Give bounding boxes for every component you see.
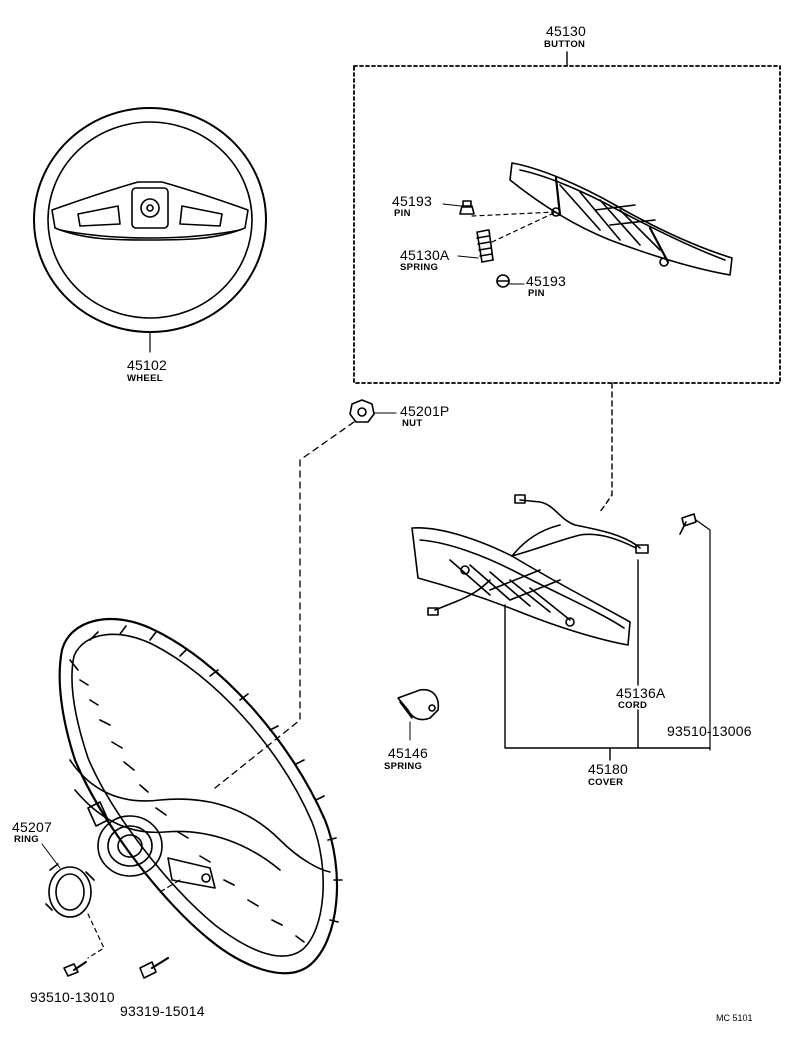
screw-ring-part — [63, 961, 87, 977]
wheel-number: 45102 — [127, 357, 167, 373]
button-group-box — [353, 51, 781, 384]
pin-lower-part — [496, 274, 525, 288]
button-part — [509, 162, 733, 276]
ring-screw-leader — [87, 913, 105, 959]
spring-a-name: SPRING — [400, 262, 439, 273]
button-number: 45130 — [546, 23, 586, 39]
screw-ring-number: 93510-13010 — [30, 989, 115, 1005]
pin-upper-name: PIN — [394, 208, 411, 219]
wheel-name: WHEEL — [127, 373, 163, 384]
cover-leaders — [504, 559, 711, 761]
spring-b-number: 45146 — [388, 745, 428, 761]
button-to-cover-line — [599, 382, 613, 513]
screw-cover-number: 93510-13006 — [667, 723, 752, 739]
bolt-leader — [159, 879, 181, 893]
ring-number: 45207 — [12, 819, 52, 835]
ring-name: RING — [14, 834, 39, 845]
nut-number: 45201P — [400, 403, 450, 419]
cover-name: COVER — [588, 777, 624, 788]
bolt-number: 93319-15014 — [120, 1003, 205, 1019]
cover-part — [411, 527, 637, 646]
pin-leader — [471, 211, 557, 217]
spring-b-name: SPRING — [384, 761, 423, 772]
spring-a-number: 45130A — [400, 247, 450, 263]
pin-upper-number: 45193 — [392, 193, 432, 209]
bolt-part — [139, 956, 170, 979]
nut-name: NUT — [402, 418, 423, 429]
figure-reference: MC 5101 — [716, 1013, 753, 1023]
cord-name: CORD — [618, 700, 648, 711]
spring-a-part — [457, 229, 494, 263]
wheel-perspective-part — [58, 617, 343, 975]
cord-number: 45136A — [616, 685, 666, 701]
pin-upper-part — [442, 200, 475, 215]
pin-lower-name: PIN — [528, 288, 545, 299]
nut-to-wheel-line — [214, 421, 355, 789]
spring-b-part — [397, 688, 440, 741]
screw-cover-part — [679, 513, 711, 751]
spring-leader — [491, 211, 557, 243]
nut-part — [349, 399, 397, 423]
ring-part — [41, 843, 95, 918]
cord-part — [427, 494, 649, 616]
wheel-front-part — [33, 107, 267, 353]
pin-lower-number: 45193 — [526, 273, 566, 289]
button-name: BUTTON — [544, 39, 586, 50]
cover-number: 45180 — [588, 761, 628, 777]
